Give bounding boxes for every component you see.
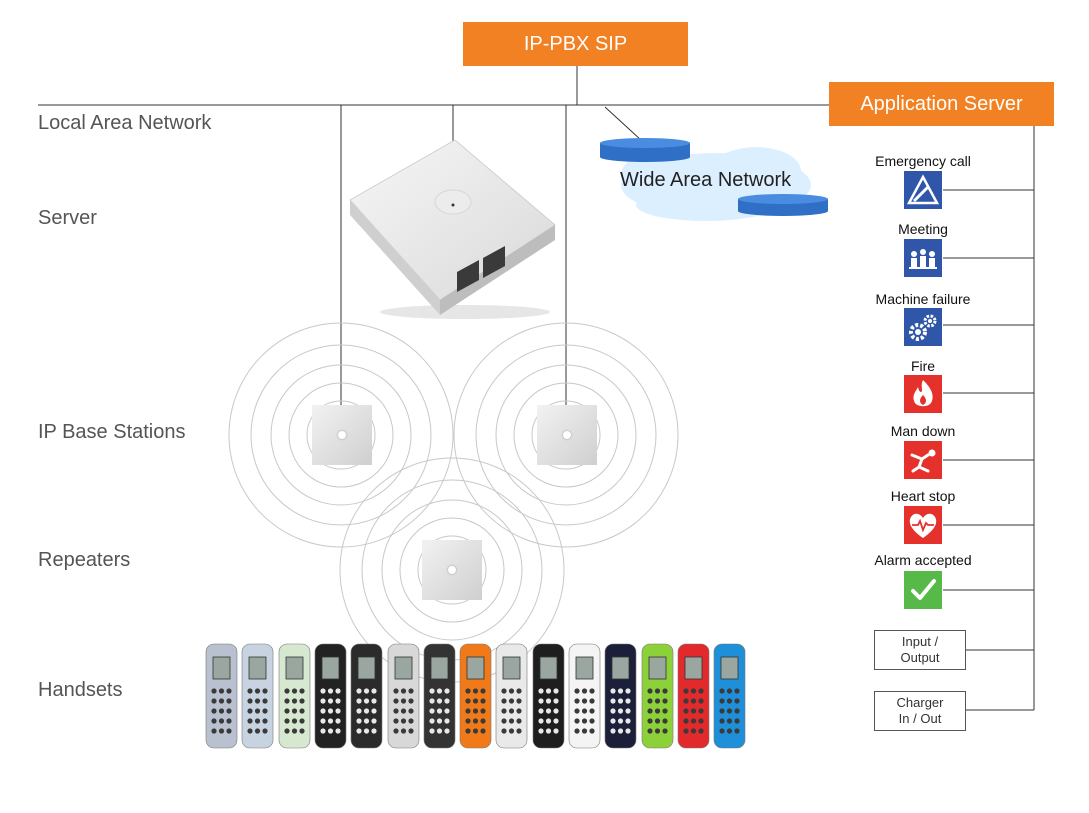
server-device-icon bbox=[349, 140, 556, 319]
handset-6-icon bbox=[387, 643, 420, 749]
radio-waves-base-2 bbox=[453, 322, 679, 548]
alarm-label-alarm-accepted: Alarm accepted bbox=[874, 552, 972, 568]
handset-5-icon bbox=[350, 643, 383, 749]
alarm-label-man-down: Man down bbox=[890, 423, 956, 439]
ip-pbx-sip-box: IP-PBX SIP bbox=[463, 22, 688, 66]
alarm-label-machine-failure: Machine failure bbox=[875, 291, 971, 307]
wan-label: Wide Area Network bbox=[620, 169, 792, 191]
repeater-icon bbox=[422, 540, 482, 600]
handset-7-icon bbox=[423, 643, 456, 749]
alarm-label-heart-stop: Heart stop bbox=[890, 488, 956, 504]
input-output-box: Input / Output bbox=[874, 630, 966, 670]
alarm-label-fire: Fire bbox=[910, 358, 936, 374]
row-label-base-stations: IP Base Stations bbox=[38, 421, 186, 443]
handset-9-icon bbox=[495, 643, 528, 749]
charger-line1: Charger bbox=[896, 695, 944, 710]
handset-2-icon bbox=[241, 643, 274, 749]
base-station-1-icon bbox=[312, 405, 372, 465]
alarm-label-emergency-call: Emergency call bbox=[875, 153, 971, 169]
handset-4-icon bbox=[314, 643, 347, 749]
handset-1-icon bbox=[205, 643, 238, 749]
input-output-line1: Input / bbox=[901, 634, 939, 649]
handset-14-icon bbox=[677, 643, 710, 749]
machine-failure-icon bbox=[904, 308, 942, 346]
charger-line2: In / Out bbox=[898, 711, 942, 726]
radio-waves-repeater bbox=[339, 457, 565, 683]
alarm-label-meeting: Meeting bbox=[898, 221, 948, 237]
fire-icon bbox=[904, 375, 942, 413]
heart-stop-icon bbox=[904, 506, 942, 544]
meeting-icon bbox=[904, 239, 942, 277]
wan-cloud-icon bbox=[600, 138, 828, 221]
emergency-call-icon bbox=[904, 171, 942, 209]
row-label-lan: Local Area Network bbox=[38, 112, 212, 134]
input-output-line2: Output bbox=[900, 650, 940, 665]
row-label-handsets: Handsets bbox=[38, 679, 123, 701]
handset-12-icon bbox=[604, 643, 637, 749]
application-server-label: Application Server bbox=[860, 92, 1023, 115]
row-label-repeaters: Repeaters bbox=[38, 549, 131, 571]
ip-pbx-sip-label: IP-PBX SIP bbox=[523, 32, 628, 55]
radio-waves-base-1 bbox=[228, 322, 454, 548]
man-down-icon bbox=[904, 441, 942, 479]
alarm-accepted-icon bbox=[904, 571, 942, 609]
handset-15-icon bbox=[713, 643, 746, 749]
handsets-group bbox=[205, 643, 750, 749]
application-server-box: Application Server bbox=[829, 82, 1054, 126]
row-label-server: Server bbox=[38, 207, 97, 229]
base-station-2-icon bbox=[537, 405, 597, 465]
handset-10-icon bbox=[532, 643, 565, 749]
handset-8-icon bbox=[459, 643, 492, 749]
charger-in-out-box: Charger In / Out bbox=[874, 691, 966, 731]
handset-3-icon bbox=[278, 643, 311, 749]
handset-11-icon bbox=[568, 643, 601, 749]
handset-13-icon bbox=[641, 643, 674, 749]
